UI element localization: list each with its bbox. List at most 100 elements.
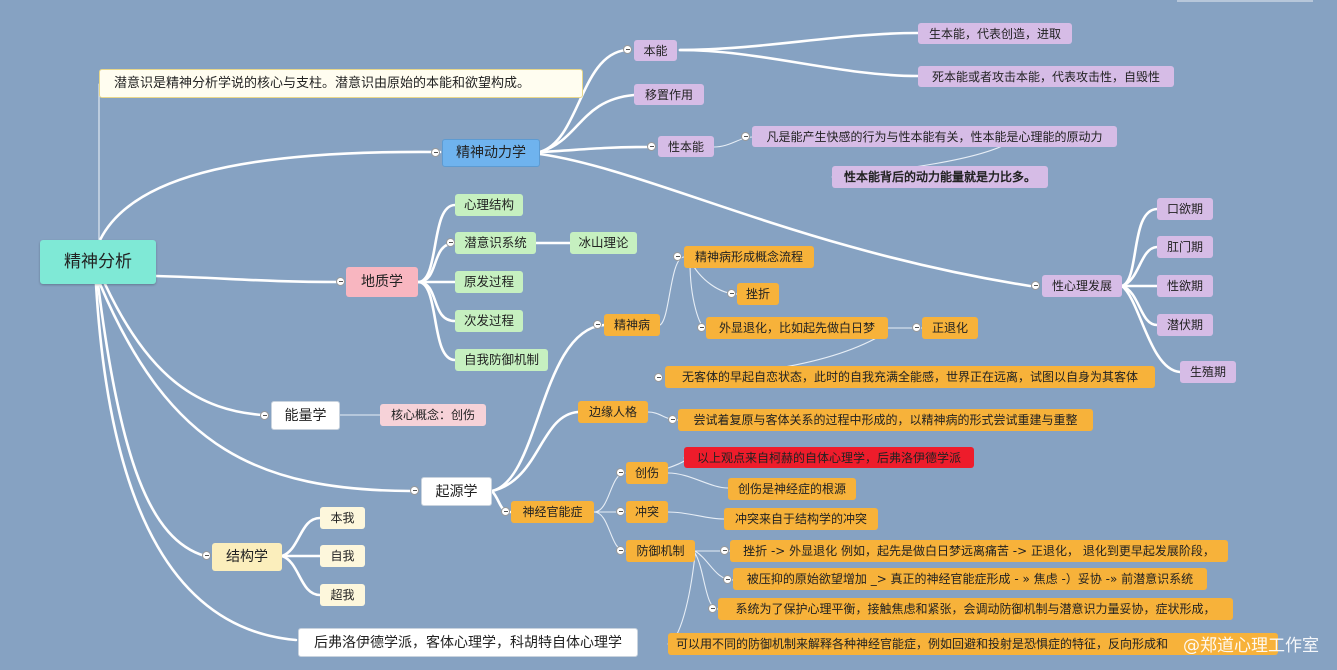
trauma-node[interactable]: 创伤 (626, 462, 668, 484)
neurosis-node[interactable]: 神经官能症 (511, 501, 594, 523)
link-defense-4 (667, 554, 696, 645)
conflict-desc-node[interactable]: 冲突来自于结构学的冲突 (724, 508, 878, 530)
root-node[interactable]: 精神分析 (40, 240, 156, 284)
energy-node[interactable]: 能量学 (271, 401, 340, 430)
link-stage-4 (1120, 284, 1159, 327)
regression-node[interactable]: 外显退化，比如起先做白日梦 (706, 317, 888, 339)
structure-ego-node[interactable]: 自我 (320, 545, 365, 567)
link-trauma-desc (667, 472, 729, 489)
link-topo-5 (416, 280, 457, 362)
libido-node[interactable]: 性本能背后的动力能量就是力比多。 (832, 166, 1048, 188)
link-struct-1 (280, 516, 322, 558)
collapse-borderline-icon[interactable] (668, 415, 677, 424)
collapse-origin-icon[interactable] (410, 486, 419, 495)
life-instinct-node[interactable]: 生本能，代表创造，进取 (918, 23, 1072, 44)
post-freud-node[interactable]: 后弗洛伊德学派，客体心理学，科胡特自体心理学 (298, 628, 638, 657)
psychosis-flow-node[interactable]: 精神病形成概念流程 (684, 246, 814, 268)
collapse-objectless-icon[interactable] (654, 373, 663, 382)
link-struct-3 (280, 554, 322, 597)
sex-desc-node[interactable]: 凡是能产生快感的行为与性本能有关，性本能是心理能的原动力 (752, 126, 1117, 147)
source-note-node[interactable]: 以上观点来自柯赫的自体心理学，后弗洛伊德学派 (684, 447, 974, 468)
structure-node[interactable]: 结构学 (212, 543, 282, 571)
link-root-dynamics (98, 150, 442, 242)
collapse-defense-1-icon[interactable] (720, 546, 729, 555)
defense-desc-2-node[interactable]: 被压抑的原始欲望增加 _> 真正的神经官能症形成 - » 焦虑 -）妥协 -» … (733, 568, 1207, 590)
link-instinct-death (678, 48, 920, 78)
collapse-defense-2-icon[interactable] (723, 575, 732, 584)
structure-superego-node[interactable]: 超我 (320, 584, 365, 606)
core-note[interactable]: 潜意识是精神分析学说的核心与支柱。潜意识由原始的本能和欲望构成。 (99, 69, 583, 98)
collapse-psychosexual-icon[interactable] (1031, 281, 1040, 290)
link-conflict-desc (667, 511, 725, 520)
stage-phallic-node[interactable]: 性欲期 (1157, 275, 1213, 297)
link-root-topography (154, 274, 342, 284)
topo-unconscious-node[interactable]: 潜意识系统 (455, 232, 536, 254)
topo-secondary-node[interactable]: 次发过程 (455, 310, 523, 332)
energy-core-node[interactable]: 核心概念：创伤 (380, 404, 486, 426)
collapse-energy-icon[interactable] (260, 411, 269, 420)
link-dynamics-sex (538, 145, 652, 154)
collapse-trauma-icon[interactable] (616, 468, 625, 477)
link-instinct-life (678, 31, 920, 52)
collapse-positive-regression-icon[interactable] (912, 323, 921, 332)
watermark: @郑道心理工作室 (1183, 636, 1319, 656)
defense-desc-1-node[interactable]: 挫折 -> 外显退化 例如，起先是做白日梦远离痛苦 -> 正退化， 退化到更早起… (730, 540, 1228, 562)
objectless-node[interactable]: 无客体的早起自恋状态，此时的自我充满全能感，世界正在远离，试图以自身为其客体 (665, 366, 1155, 388)
sex-instinct-node[interactable]: 性本能 (658, 136, 714, 157)
link-topo-1 (416, 203, 457, 284)
borderline-desc-node[interactable]: 尝试着复原与客体关系的过程中形成的，以精神病的形式尝试重建与重整 (678, 409, 1093, 431)
link-dynamics-psychosexual (538, 152, 1032, 288)
topo-defense-node[interactable]: 自我防御机制 (455, 349, 548, 371)
defense-desc-4-node[interactable]: 可以用不同的防御机制来解释各种神经官能症，例如回避和投射是恐惧症的特征，反向形成… (668, 633, 1278, 655)
trauma-desc-node[interactable]: 创伤是神经症的根源 (728, 478, 856, 500)
topography-node[interactable]: 地质学 (346, 267, 418, 297)
psychosis-node[interactable]: 精神病 (604, 314, 660, 336)
collapse-dynamics-icon[interactable] (431, 148, 440, 157)
death-instinct-node[interactable]: 死本能或者攻击本能，代表攻击性，自毁性 (918, 66, 1174, 87)
collapse-psychosis-icon[interactable] (593, 320, 602, 329)
collapse-unconscious-icon[interactable] (446, 238, 455, 247)
stage-latency-node[interactable]: 潜伏期 (1157, 314, 1213, 336)
link-root-postfreud (94, 282, 298, 642)
conflict-node[interactable]: 冲突 (626, 501, 668, 523)
link-origin-borderline (490, 410, 580, 493)
link-stage-2 (1120, 245, 1159, 288)
structure-id-node[interactable]: 本我 (320, 507, 365, 529)
positive-regression-node[interactable]: 正退化 (922, 317, 978, 339)
defense-desc-3-node[interactable]: 系统为了保护心理平衡，接触焦虑和紧张，会调动防御机制与潜意识力量妥协，症状形成， (718, 598, 1233, 620)
iceberg-node[interactable]: 冰山理论 (570, 232, 637, 254)
dynamics-node[interactable]: 精神动力学 (442, 139, 540, 167)
collapse-defense-icon[interactable] (616, 546, 625, 555)
collapse-frustration-icon[interactable] (727, 289, 736, 298)
topo-structure-node[interactable]: 心理结构 (455, 194, 523, 216)
link-stage-5 (1120, 284, 1182, 374)
link-dynamics-displacement (538, 93, 636, 154)
displacement-node[interactable]: 移置作用 (634, 84, 704, 105)
defense-node[interactable]: 防御机制 (626, 540, 695, 562)
collapse-regression-icon[interactable] (697, 323, 706, 332)
link-root-origin (98, 282, 412, 493)
stage-oral-node[interactable]: 口欲期 (1157, 198, 1213, 220)
link-origin-psychosis (490, 323, 606, 493)
instinct-node[interactable]: 本能 (634, 40, 677, 61)
collapse-neurosis-icon[interactable] (501, 507, 510, 516)
origin-node[interactable]: 起源学 (421, 477, 492, 506)
collapse-structure-icon[interactable] (202, 551, 211, 560)
collapse-instinct-icon[interactable] (623, 45, 632, 54)
top-scroll-indicator (1177, 0, 1313, 2)
collapse-topography-icon[interactable] (336, 277, 345, 286)
stage-anal-node[interactable]: 肛门期 (1157, 236, 1213, 258)
link-topo-4 (416, 280, 457, 323)
collapse-psychosis-flow-icon[interactable] (673, 252, 682, 261)
collapse-conflict-icon[interactable] (616, 507, 625, 516)
collapse-sex-desc-icon[interactable] (741, 132, 750, 141)
link-psychosis-flow (659, 256, 685, 326)
psychosexual-node[interactable]: 性心理发展 (1042, 275, 1122, 297)
borderline-node[interactable]: 边缘人格 (578, 401, 648, 423)
stage-genital-node[interactable]: 生殖期 (1180, 361, 1236, 383)
topo-primary-node[interactable]: 原发过程 (455, 271, 523, 293)
collapse-sex-icon[interactable] (647, 142, 656, 151)
collapse-defense-3-icon[interactable] (708, 604, 717, 613)
link-root-structure (96, 282, 207, 558)
frustration-node[interactable]: 挫折 (737, 283, 779, 305)
